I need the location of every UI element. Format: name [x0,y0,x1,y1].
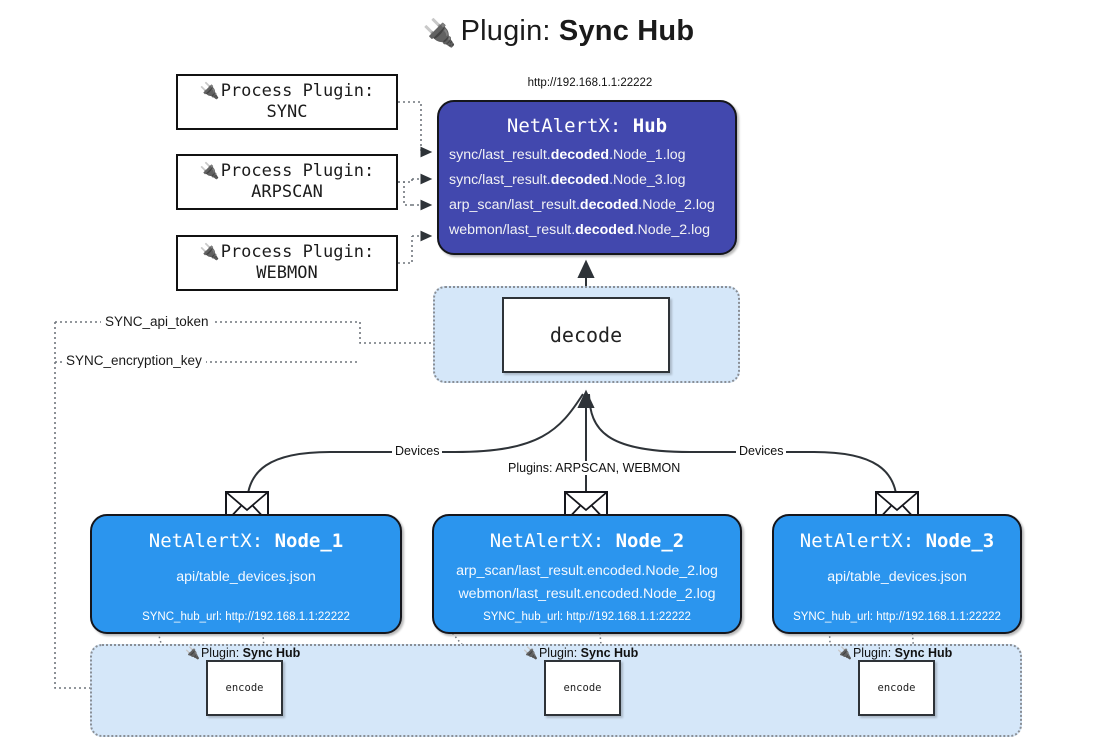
encode-box-1[interactable]: encode [206,660,283,716]
node-line-list: api/table_devices.json [774,566,1020,589]
log-pre: sync/last_result. [449,172,551,188]
encode-plugin-prefix: Plugin: [200,646,243,660]
node-line: api/table_devices.json [176,569,316,585]
page-title-prefix: Plugin: [460,15,559,47]
log-pre: arp_scan/last_result. [449,197,580,213]
edge-label-devices-left: Devices [392,444,443,458]
node-title-name: Node_3 [925,530,995,552]
log-em: decoded [550,147,610,163]
plug-icon: 🔌 [199,242,220,262]
log-pre: sync/last_result. [449,147,551,163]
process-plugin-name: ARPSCAN [251,182,323,202]
node-line: webmon/last_result.encoded.Node_2.log [458,586,716,602]
log-post: .Node_2.log [638,197,715,213]
encode-plugin-label-1: 🔌Plugin: Sync Hub [185,646,300,660]
node-hub-url: SYNC_hub_url: http://192.168.1.1:22222 [142,611,350,623]
log-post: .Node_3.log [609,172,686,188]
hub-title-name: Hub [632,115,668,137]
edge-label-devices-right: Devices [736,444,787,458]
decode-box[interactable]: decode [502,297,670,373]
node-title: NetAlertX: Node_1 [92,530,400,552]
conn-sync-to-hub [398,101,422,152]
node-title: NetAlertX: Node_2 [434,530,740,552]
log-em: decoded [550,172,610,188]
node-hub-url: SYNC_hub_url: http://192.168.1.1:22222 [483,611,691,623]
node-title-prefix: NetAlertX: [489,530,616,552]
node-hub-url: SYNC_hub_url: http://192.168.1.1:22222 [793,611,1001,623]
plug-icon: 🔌 [199,81,220,101]
plug-icon: 🔌 [185,646,200,660]
edge-label-plugins: Plugins: ARPSCAN, WEBMON [505,461,684,475]
encryption-key-label: SYNC_encryption_key [62,353,206,368]
hub-log-line: webmon/last_result.decoded.Node_2.log [439,218,735,243]
process-plugin-label: Process Plugin: [220,241,375,262]
node-box-node1[interactable]: NetAlertX: Node_1 api/table_devices.json… [90,514,402,634]
hub-title: NetAlertX: Hub [439,115,735,137]
encode-plugin-name: Sync Hub [242,646,301,660]
log-post: .Node_1.log [609,147,686,163]
page-title-name: Sync Hub [558,15,695,47]
node-title-name: Node_2 [615,530,685,552]
encode-plugin-name: Sync Hub [580,646,639,660]
encode-plugin-name: Sync Hub [894,646,953,660]
hub-node[interactable]: NetAlertX: Hub sync/last_result.decoded.… [437,100,737,255]
log-post: .Node_2.log [633,222,711,238]
node-box-node2[interactable]: NetAlertX: Node_2 arp_scan/last_result.e… [432,514,742,634]
hub-log-line: arp_scan/last_result.decoded.Node_2.log [439,193,735,218]
plug-icon: 🔌 [199,161,220,181]
process-plugin-label: Process Plugin: [220,80,375,101]
plug-icon: 🔌 [422,18,457,48]
process-plugin-name: WEBMON [256,263,318,283]
log-em: decoded [579,197,639,213]
encode-plugin-label-2: 🔌Plugin: Sync Hub [523,646,638,660]
node-line-list: arp_scan/last_result.encoded.Node_2.log … [434,560,740,606]
plug-icon: 🔌 [837,646,852,660]
encode-box-2[interactable]: encode [544,660,621,716]
node-box-node3[interactable]: NetAlertX: Node_3 api/table_devices.json… [772,514,1022,634]
plug-icon: 🔌 [523,646,538,660]
hub-log-line: sync/last_result.decoded.Node_1.log [439,143,735,168]
node-title-prefix: NetAlertX: [799,530,926,552]
process-plugin-label: Process Plugin: [220,160,375,181]
process-plugin-name: SYNC [266,102,308,122]
process-plugin-box-arpscan[interactable]: 🔌Process Plugin: ARPSCAN [176,154,398,210]
hub-url-label: http://192.168.1.1:22222 [527,77,653,89]
node-title-prefix: NetAlertX: [148,530,275,552]
log-em: decoded [575,222,634,238]
conn-arpscan-to-hub [398,179,413,183]
api-token-label: SYNC_api_token [101,314,213,329]
encode-plugin-label-3: 🔌Plugin: Sync Hub [837,646,952,660]
node-line: arp_scan/last_result.encoded.Node_2.log [456,563,718,579]
encode-box-3[interactable]: encode [858,660,935,716]
node-line: api/table_devices.json [827,569,967,585]
page-title: 🔌Plugin: Sync Hub [0,14,1117,49]
hub-log-list: sync/last_result.decoded.Node_1.log sync… [439,143,735,243]
hub-log-line: sync/last_result.decoded.Node_3.log [439,168,735,193]
conn-webmon-to-hub [398,236,413,264]
node-line-list: api/table_devices.json [92,566,400,589]
process-plugin-box-webmon[interactable]: 🔌Process Plugin: WEBMON [176,235,398,291]
encode-plugin-prefix: Plugin: [852,646,895,660]
process-plugin-box-sync[interactable]: 🔌Process Plugin: SYNC [176,74,398,130]
hub-title-prefix: NetAlertX: [506,115,633,137]
node-title: NetAlertX: Node_3 [774,530,1020,552]
log-pre: webmon/last_result. [449,222,576,238]
node-title-name: Node_1 [274,530,344,552]
encode-plugin-prefix: Plugin: [538,646,581,660]
